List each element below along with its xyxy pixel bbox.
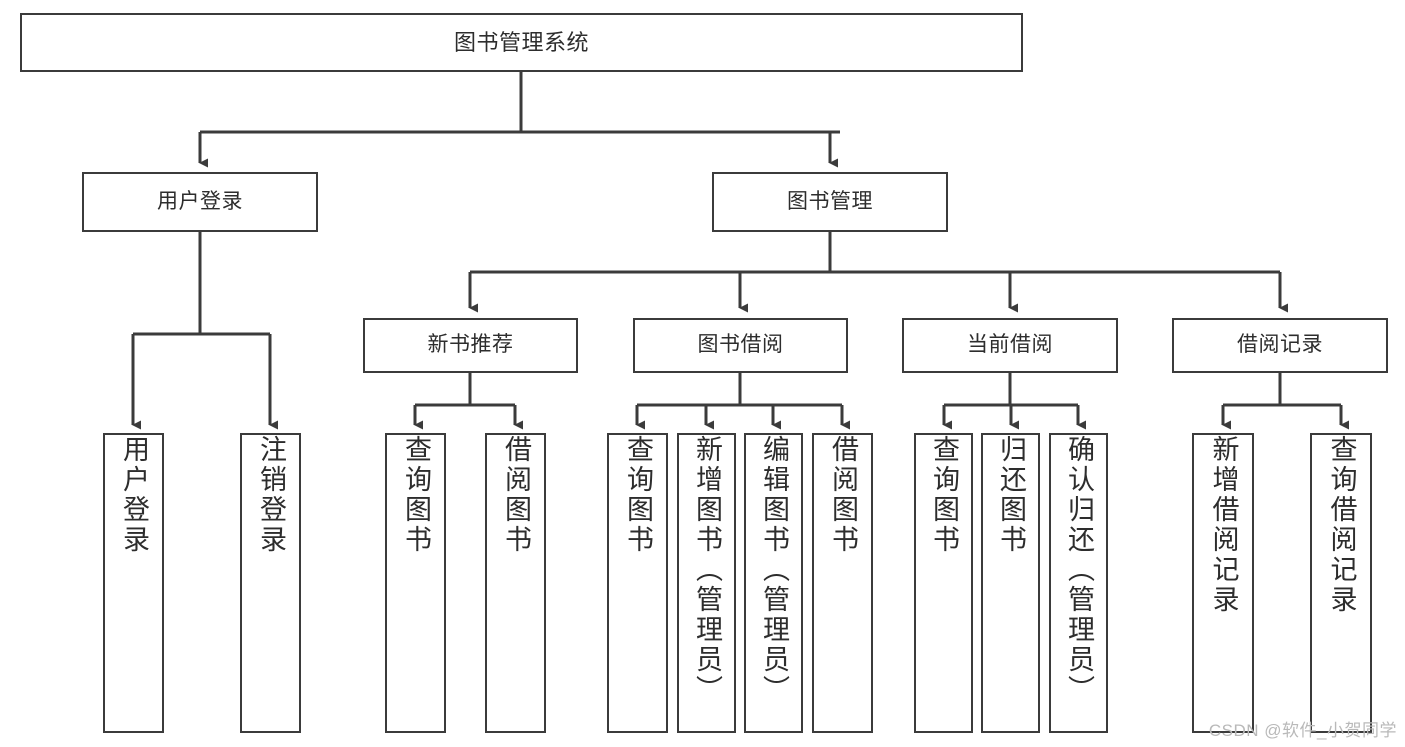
leaf-borrowrecord-add-record-label: 新增借阅记录 xyxy=(1208,435,1239,615)
node-user-login-label: 用户登录 xyxy=(157,189,243,213)
node-book-borrow-label: 图书借阅 xyxy=(697,333,784,357)
leaf-currentborrow-confirm-return-label: 确认归还（管理员） xyxy=(1064,435,1094,705)
node-root-label: 图书管理系统 xyxy=(453,29,589,55)
node-book-manage[interactable]: 图书管理 xyxy=(712,172,948,232)
leaf-currentborrow-confirm-return[interactable]: 确认归还（管理员） xyxy=(1049,433,1108,733)
leaf-newbook-borrow-book[interactable]: 借阅图书 xyxy=(485,433,546,733)
leaf-currentborrow-query-book[interactable]: 查询图书 xyxy=(914,433,973,733)
node-new-book-recommend[interactable]: 新书推荐 xyxy=(363,318,578,373)
leaf-currentborrow-query-book-label: 查询图书 xyxy=(929,435,959,555)
leaf-bookborrow-add-book[interactable]: 新增图书（管理员） xyxy=(677,433,736,733)
leaf-borrowrecord-query-record-label: 查询借阅记录 xyxy=(1326,435,1357,615)
node-new-book-recommend-label: 新书推荐 xyxy=(427,333,514,357)
leaf-bookborrow-query-book-label: 查询图书 xyxy=(623,435,653,555)
leaf-user-login-label: 用户登录 xyxy=(119,435,149,555)
node-user-login[interactable]: 用户登录 xyxy=(82,172,318,232)
leaf-bookborrow-borrow-book-label: 借阅图书 xyxy=(828,435,858,555)
leaf-borrowrecord-query-record[interactable]: 查询借阅记录 xyxy=(1310,433,1372,733)
leaf-newbook-query-book[interactable]: 查询图书 xyxy=(385,433,446,733)
node-current-borrow[interactable]: 当前借阅 xyxy=(902,318,1118,373)
node-book-manage-label: 图书管理 xyxy=(787,189,873,213)
node-root[interactable]: 图书管理系统 xyxy=(20,13,1023,72)
leaf-user-login[interactable]: 用户登录 xyxy=(103,433,164,733)
node-borrow-record[interactable]: 借阅记录 xyxy=(1172,318,1388,373)
leaf-borrowrecord-add-record[interactable]: 新增借阅记录 xyxy=(1192,433,1254,733)
node-borrow-record-label: 借阅记录 xyxy=(1237,333,1323,357)
csdn-watermark: CSDN @软件_小贺同学 xyxy=(1208,721,1397,740)
leaf-currentborrow-return-book[interactable]: 归还图书 xyxy=(981,433,1040,733)
leaf-user-logout[interactable]: 注销登录 xyxy=(240,433,301,733)
leaf-bookborrow-add-book-label: 新增图书（管理员） xyxy=(692,435,722,705)
leaf-bookborrow-query-book[interactable]: 查询图书 xyxy=(607,433,668,733)
leaf-newbook-borrow-book-label: 借阅图书 xyxy=(501,435,531,555)
leaf-bookborrow-edit-book-label: 编辑图书（管理员） xyxy=(759,435,789,705)
leaf-bookborrow-borrow-book[interactable]: 借阅图书 xyxy=(812,433,873,733)
leaf-bookborrow-edit-book[interactable]: 编辑图书（管理员） xyxy=(744,433,803,733)
leaf-currentborrow-return-book-label: 归还图书 xyxy=(996,435,1026,555)
node-current-borrow-label: 当前借阅 xyxy=(967,333,1053,357)
node-book-borrow[interactable]: 图书借阅 xyxy=(633,318,848,373)
leaf-newbook-query-book-label: 查询图书 xyxy=(401,435,431,555)
leaf-user-logout-label: 注销登录 xyxy=(256,435,286,555)
